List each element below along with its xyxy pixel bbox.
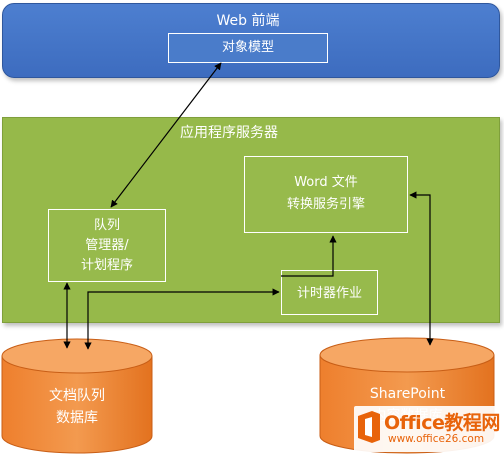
word-conversion-engine-box: Word 文件 转换服务引擎 — [244, 156, 408, 233]
watermark-site-name: Office教程网 — [384, 412, 500, 434]
word-engine-line2: 转换服务引擎 — [286, 197, 365, 212]
queue-manager-line3: 计划程序 — [80, 258, 133, 273]
queue-manager-line1: 队列 — [93, 218, 120, 233]
queue-manager-line2: 管理器/ — [85, 238, 129, 253]
web-frontend-title: Web 前端 — [216, 13, 280, 29]
office-logo-icon — [358, 411, 380, 443]
watermark-url: www.office26.com — [388, 433, 485, 445]
doc-queue-line1: 文档队列 — [49, 388, 105, 404]
connector-doc-db-timer — [84, 288, 280, 350]
object-model-box: 对象模型 — [168, 33, 328, 63]
doc-queue-database-label: 文档队列 数据库 — [2, 385, 152, 429]
queue-manager-box: 队列 管理器/ 计划程序 — [48, 209, 166, 282]
word-engine-line1: Word 文件 — [294, 175, 358, 190]
timer-job-box: 计时器作业 — [281, 270, 378, 315]
connector-object-model-queue — [110, 62, 222, 208]
sharepoint-line1: SharePoint — [369, 386, 446, 402]
connector-timer-word-engine — [281, 235, 337, 277]
doc-queue-line2: 数据库 — [56, 410, 98, 426]
connector-word-engine-sharepoint-db — [409, 191, 434, 346]
